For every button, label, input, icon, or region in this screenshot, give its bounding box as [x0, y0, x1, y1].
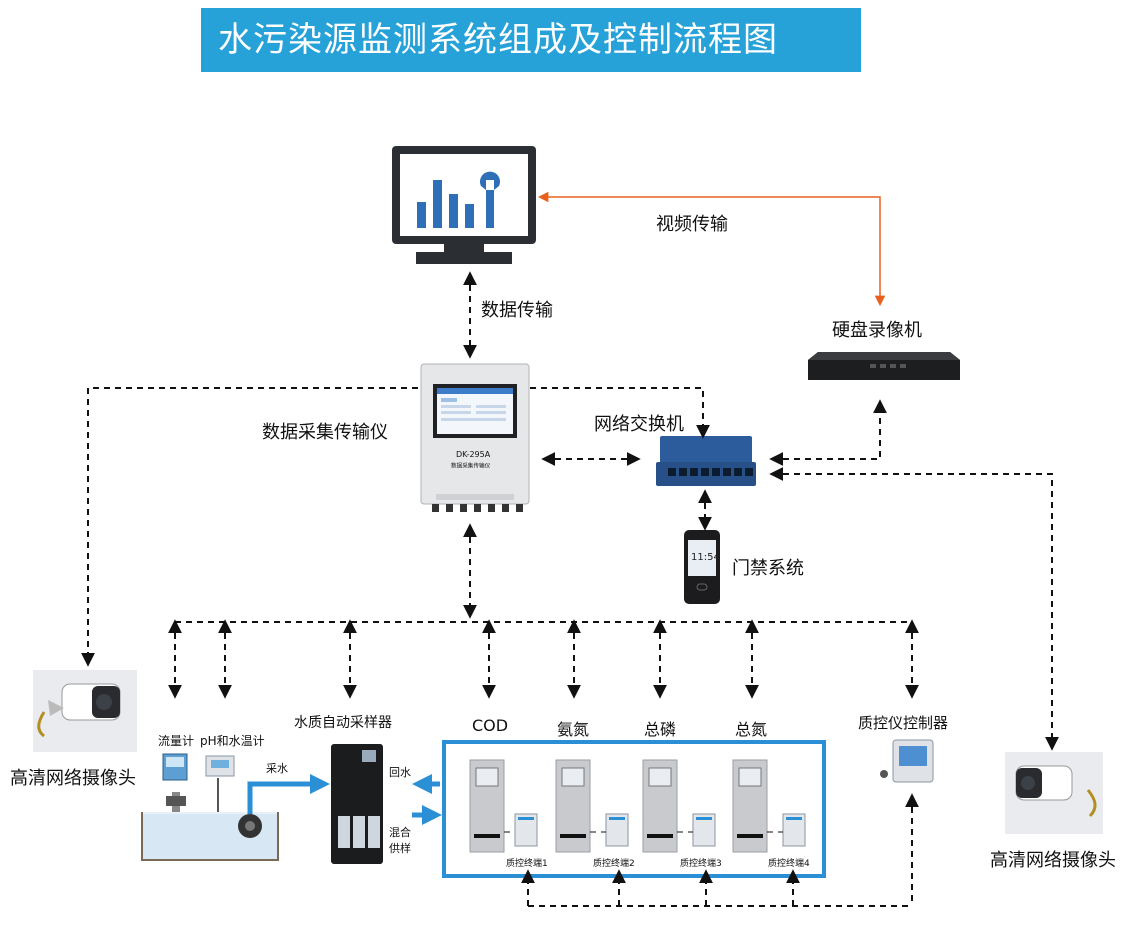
qc-controller-label: 质控仪控制器: [858, 714, 949, 732]
analyzer-name-ammonia: 氨氮: [557, 720, 590, 739]
analyzer-name-nitrogen: 总氮: [735, 720, 768, 739]
dtu-label: 数据采集传输仪: [262, 422, 388, 443]
ph-meter-label: pH和水温计: [200, 734, 265, 748]
camera-left-link: [81, 387, 418, 667]
nvr-label: 硬盘录像机: [832, 320, 922, 341]
camera-right-label: 高清网络摄像头: [990, 850, 1116, 871]
qc-terminal-label-3: 质控终端3: [680, 859, 722, 869]
title-banner: [201, 8, 861, 72]
switch-link-top: [530, 387, 710, 439]
sampling-water-line: [247, 774, 330, 814]
flowmeter-device: [162, 753, 188, 826]
camera-right-link: [769, 467, 1059, 751]
camera-right-device: [1005, 752, 1103, 834]
analyzer-enclosure: [442, 740, 826, 878]
page-title: 水污染源监测系统组成及控制流程图: [218, 20, 778, 60]
analyzer-ammonia: [555, 759, 591, 853]
analyzer-cod: [469, 759, 505, 853]
return-water-label: 回水: [389, 766, 411, 779]
analyzer-name-phosphorus: 总磷: [644, 720, 677, 739]
mixed-supply-label-1: 混合: [389, 826, 411, 839]
video-link-line: [537, 191, 886, 307]
video-transfer-label: 视频传输: [656, 214, 728, 235]
analyzer-nitrogen: [732, 759, 768, 853]
mixed-supply-label-2: 供样: [389, 842, 411, 855]
connection-lines: [81, 191, 1059, 907]
pump-icon: [238, 814, 262, 838]
qc-controller-device: [880, 739, 934, 783]
camera-left-label: 高清网络摄像头: [10, 768, 136, 789]
data-acquisition-device: [420, 363, 530, 512]
qc-terminal-4: [782, 813, 806, 847]
water-sampler-device: [331, 744, 383, 864]
access-screen-time: 11:54: [691, 552, 720, 563]
qc-terminal-label-4: 质控终端4: [768, 859, 810, 869]
sampling-water-label: 采水: [266, 762, 288, 775]
switch-nvr-link: [769, 399, 887, 466]
camera-left-device: [33, 670, 137, 752]
analyzer-phosphorus: [642, 759, 678, 853]
analyzer-name-cod: COD: [472, 716, 509, 735]
qc-terminal-label-1: 质控终端1: [506, 859, 548, 869]
network-switch: [656, 436, 756, 486]
nvr-device: [808, 352, 960, 380]
data-transfer-label: 数据传输: [481, 300, 553, 321]
flowmeter-label: 流量计: [158, 734, 195, 748]
access-control-label: 门禁系统: [732, 558, 804, 579]
qc-terminal-2: [605, 813, 629, 847]
access-control-device: [684, 530, 720, 604]
monitor-icon: [392, 146, 536, 264]
qc-terminal-label-2: 质控终端2: [593, 859, 635, 869]
dtu-screen-subtitle: 数据采集传输仪: [451, 462, 491, 469]
qc-terminal-1: [514, 813, 538, 847]
dtu-screen-model: DK-295A: [456, 450, 491, 459]
sampler-label: 水质自动采样器: [294, 715, 392, 731]
qc-terminal-3: [692, 813, 716, 847]
switch-label: 网络交换机: [594, 414, 684, 435]
